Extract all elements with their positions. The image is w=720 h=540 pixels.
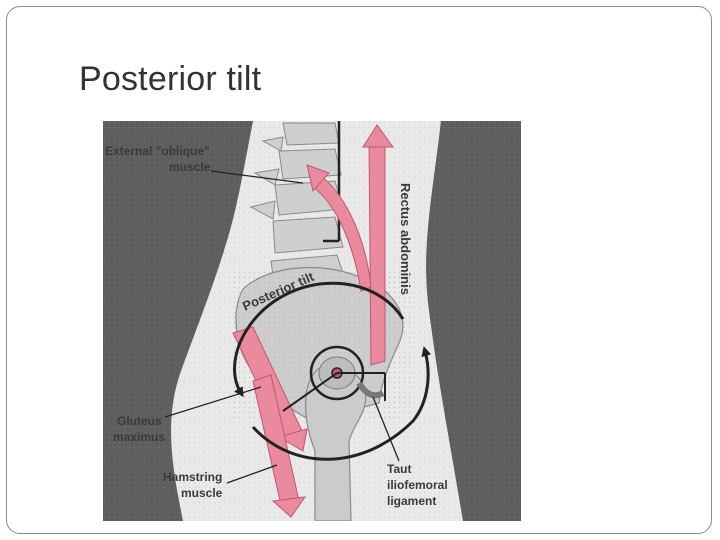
oblique-leader-line	[210, 170, 304, 184]
ligament-leader-line	[372, 396, 400, 462]
gluteus-label-line2: maximus	[113, 430, 165, 444]
rectus-abdominis-muscle	[368, 140, 386, 366]
hip-lever-line	[282, 372, 338, 412]
pelvis-diagram: External "oblique" muscle Rectus abdomin…	[103, 121, 521, 521]
taut-label-line2: iliofemoral	[387, 478, 448, 492]
hamstring-label-line2: muscle	[181, 486, 223, 500]
posterior-tilt-arrow	[233, 281, 405, 398]
iliofemoral-ligament	[356, 381, 385, 399]
hamstring-leader-line	[226, 464, 278, 484]
external-oblique-label-line1: External "oblique"	[105, 144, 210, 158]
taut-label-line3: ligament	[387, 494, 436, 508]
rectus-abdominis-label: Rectus abdominis	[398, 183, 413, 295]
gluteus-leader-line	[164, 386, 262, 418]
pelvis-diagram-svg: External "oblique" muscle Rectus abdomin…	[103, 121, 521, 521]
slide-title: Posterior tilt	[79, 60, 262, 98]
gluteus-arrowhead	[277, 428, 308, 452]
rotation-lower-arrow	[251, 346, 432, 461]
rectus-arrowhead	[362, 124, 394, 148]
hamstring-arrowhead	[271, 496, 307, 518]
hamstring-label-line1: Hamstring	[163, 470, 222, 484]
taut-label-line1: Taut	[387, 462, 411, 476]
external-oblique-label-line2: muscle	[169, 160, 211, 174]
oblique-arrowhead	[306, 164, 330, 193]
gluteus-label-line1: Gluteus	[117, 414, 162, 428]
